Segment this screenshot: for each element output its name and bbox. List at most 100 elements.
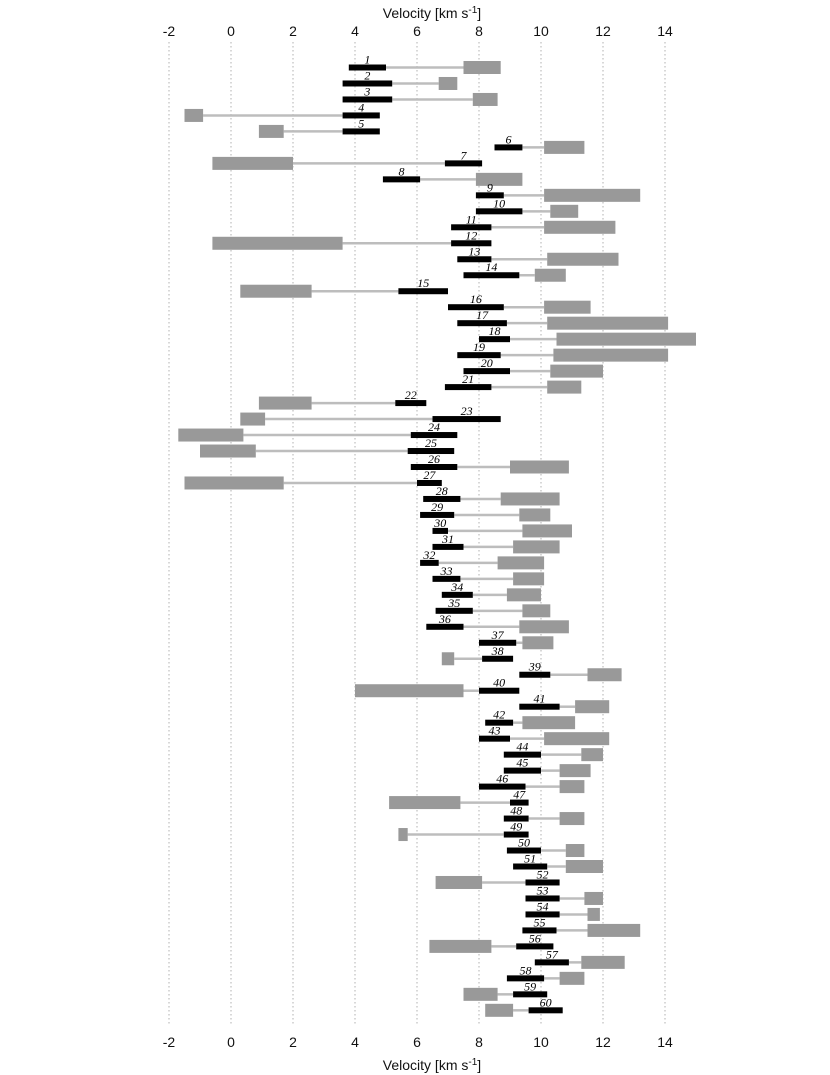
row-42: 42	[485, 708, 576, 730]
row-label: 15	[417, 276, 429, 290]
row-label: 43	[489, 724, 501, 738]
gray-bar	[565, 844, 585, 858]
x-tick-label-top: 6	[413, 23, 421, 39]
gray-bar	[398, 828, 408, 842]
row-label: 22	[405, 388, 417, 402]
gray-bar	[519, 508, 551, 522]
row-9: 9	[475, 180, 641, 202]
gray-bar	[587, 923, 641, 937]
row-49: 49	[398, 820, 529, 842]
x-tick-label-top: 2	[289, 23, 297, 39]
row-39: 39	[519, 660, 622, 682]
row-label: 24	[428, 420, 440, 434]
row-label: 47	[513, 788, 526, 802]
x-tick-label-top: 4	[351, 23, 359, 39]
black-bar	[348, 64, 386, 71]
black-bar	[510, 799, 529, 806]
black-bar	[503, 831, 529, 838]
row-label: 5	[358, 116, 364, 130]
gray-bar	[463, 987, 498, 1001]
gray-bar	[500, 492, 560, 506]
row-51: 51	[513, 852, 603, 873]
gray-bar	[584, 891, 603, 905]
gray-bar	[513, 540, 560, 554]
row-label: 56	[529, 931, 541, 945]
row-label: 18	[489, 324, 501, 338]
row-label: 30	[433, 516, 446, 530]
row-label: 11	[466, 212, 477, 226]
x-tick-label-top: 0	[227, 23, 235, 39]
black-bar	[342, 96, 393, 103]
row-45: 45	[503, 756, 591, 778]
row-31: 31	[432, 532, 560, 554]
row-label: 39	[528, 660, 541, 674]
row-4: 4	[184, 100, 380, 122]
row-label: 53	[537, 883, 549, 897]
row-58: 58	[506, 963, 585, 985]
gray-bar	[435, 875, 483, 889]
x-tick-label-top: 10	[533, 23, 549, 39]
x-axis-title-top: Velocity [km s-1]	[383, 5, 481, 21]
row-7: 7	[212, 148, 483, 170]
black-bar	[479, 639, 517, 646]
row-label: 34	[450, 580, 463, 594]
black-bar	[444, 384, 492, 391]
gray-bar	[559, 971, 585, 985]
row-label: 59	[524, 979, 536, 993]
row-label: 55	[533, 915, 545, 929]
data-rows: 1234567891011121314151617181920212223242…	[178, 53, 696, 1017]
row-label: 21	[462, 372, 474, 386]
row-50: 50	[506, 836, 585, 858]
black-bar	[342, 80, 393, 87]
x-tick-label-top: 8	[475, 23, 483, 39]
row-26: 26	[410, 452, 569, 474]
black-bar	[410, 464, 458, 470]
row-24: 24	[178, 420, 458, 442]
row-41: 41	[519, 692, 610, 714]
row-57: 57	[534, 947, 625, 969]
gray-bar	[258, 124, 284, 138]
gray-bar	[565, 860, 603, 873]
row-label: 2	[364, 68, 370, 82]
gray-bar	[510, 460, 569, 474]
black-bar	[494, 144, 523, 151]
gray-bar	[544, 220, 616, 234]
gray-bar	[559, 764, 591, 778]
black-bar	[519, 703, 560, 710]
row-label: 13	[468, 244, 480, 258]
black-bar	[444, 160, 483, 167]
black-bar	[525, 911, 560, 918]
row-label: 37	[491, 628, 505, 642]
row-48: 48	[503, 804, 585, 826]
black-bar	[513, 863, 548, 870]
row-label: 41	[533, 692, 545, 706]
gray-bar	[178, 428, 244, 442]
row-54: 54	[525, 899, 600, 921]
gray-bar	[212, 156, 293, 170]
black-bar	[513, 991, 548, 998]
gray-bar	[212, 236, 343, 250]
gray-bar	[429, 939, 492, 953]
black-bar	[506, 975, 545, 982]
row-label: 27	[423, 468, 436, 482]
black-bar	[451, 240, 492, 247]
row-label: 33	[439, 564, 452, 578]
gray-bar	[534, 268, 566, 282]
row-label: 32	[422, 548, 435, 562]
black-bar	[475, 192, 504, 199]
x-tick-label-bottom: 14	[657, 1034, 673, 1050]
black-bar	[522, 927, 557, 934]
row-label: 48	[510, 804, 522, 818]
row-8: 8	[382, 164, 523, 186]
row-56: 56	[429, 931, 554, 953]
row-22: 22	[258, 388, 427, 410]
row-label: 57	[546, 947, 559, 961]
black-bar	[432, 543, 464, 550]
black-bar	[525, 895, 560, 902]
row-14: 14	[463, 260, 566, 282]
black-bar	[463, 272, 520, 279]
row-label: 49	[510, 820, 522, 834]
row-43: 43	[479, 724, 610, 746]
x-tick-label-bottom: -2	[163, 1034, 176, 1050]
